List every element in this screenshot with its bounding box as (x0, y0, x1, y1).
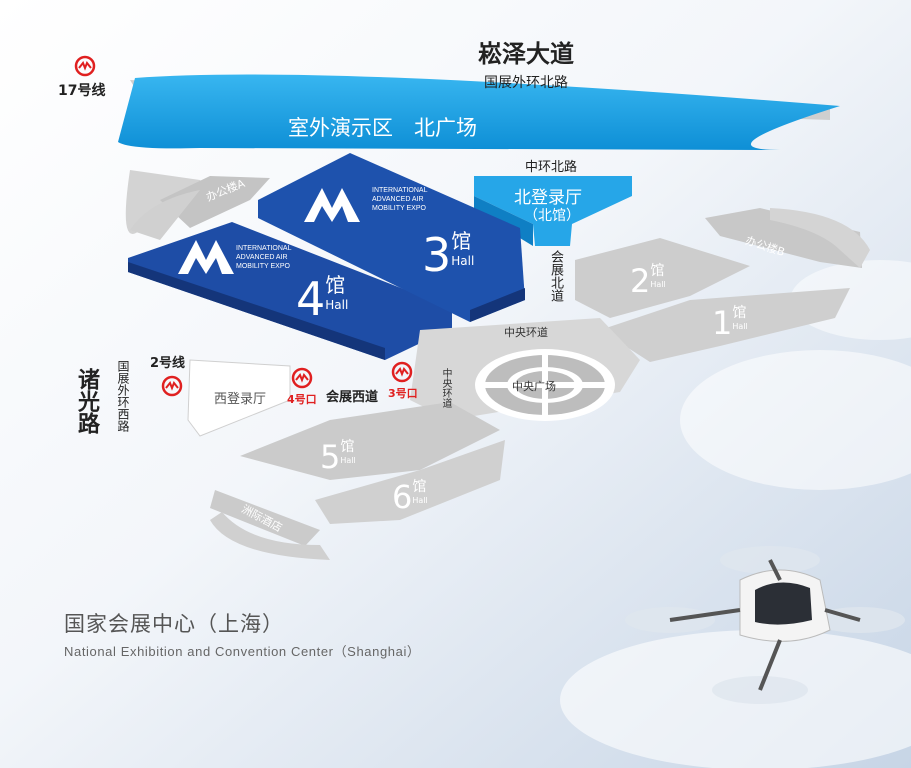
venue-caption-en: National Exhibition and Convention Cente… (64, 644, 421, 659)
metro-icon-exit4 (291, 367, 313, 389)
metro-icon-exit3 (391, 361, 413, 383)
road-huizhan-north: 会展北道 (548, 250, 563, 302)
outdoor-demo-zone (118, 74, 840, 150)
office-b-curve (770, 208, 870, 268)
road-songze: 崧泽大道 (478, 40, 574, 68)
metro-label-2: 2号线 (150, 356, 186, 371)
event-logo-hall4 (178, 240, 234, 274)
hotel-block (210, 490, 320, 546)
road-north-outer: 国展外环北路 (484, 75, 568, 91)
metro-label-17: 17号线 (58, 83, 106, 99)
hall-6-shape (315, 440, 505, 524)
north-registration-hall-shape (474, 176, 632, 246)
road-central-ring: 中央环道 (504, 326, 548, 339)
road-west-outer: 国展外环西路 (116, 360, 130, 432)
central-plaza-label: 中央广场 (512, 380, 556, 393)
metro-icon-2 (161, 375, 183, 397)
office-a-block (160, 176, 270, 228)
west-hall-label: 西登录厅 (214, 392, 267, 407)
office-b-block (705, 208, 862, 268)
north-hall-sub: （北馆） (524, 208, 580, 224)
metro-exit-4: 4号口 (287, 393, 317, 406)
venue-caption-cn: 国家会展中心（上海） (64, 612, 284, 636)
metro-icon-17 (74, 55, 96, 77)
hall-5-shape (240, 402, 500, 480)
hall-2-shape (575, 238, 750, 318)
hall-1-shape (600, 288, 850, 362)
road-central-ring-vertical: 中央环道 (440, 368, 451, 408)
west-registration-hall-shape (187, 359, 291, 437)
south-curve (210, 512, 330, 560)
event-logo-hall3 (304, 188, 360, 222)
metro-exit-3: 3号口 (388, 387, 418, 400)
road-huizhan-west: 会展西道 (326, 390, 379, 405)
road-middle-north: 中环北路 (525, 160, 578, 175)
north-hall-label: 北登录厅 (514, 188, 582, 208)
drone-illustration (625, 546, 905, 704)
left-curve-block (130, 190, 200, 240)
cloud (680, 350, 911, 490)
outdoor-zone-label: 室外演示区 北广场 (288, 116, 477, 140)
road-zhuguang: 诸光路 (74, 368, 99, 434)
